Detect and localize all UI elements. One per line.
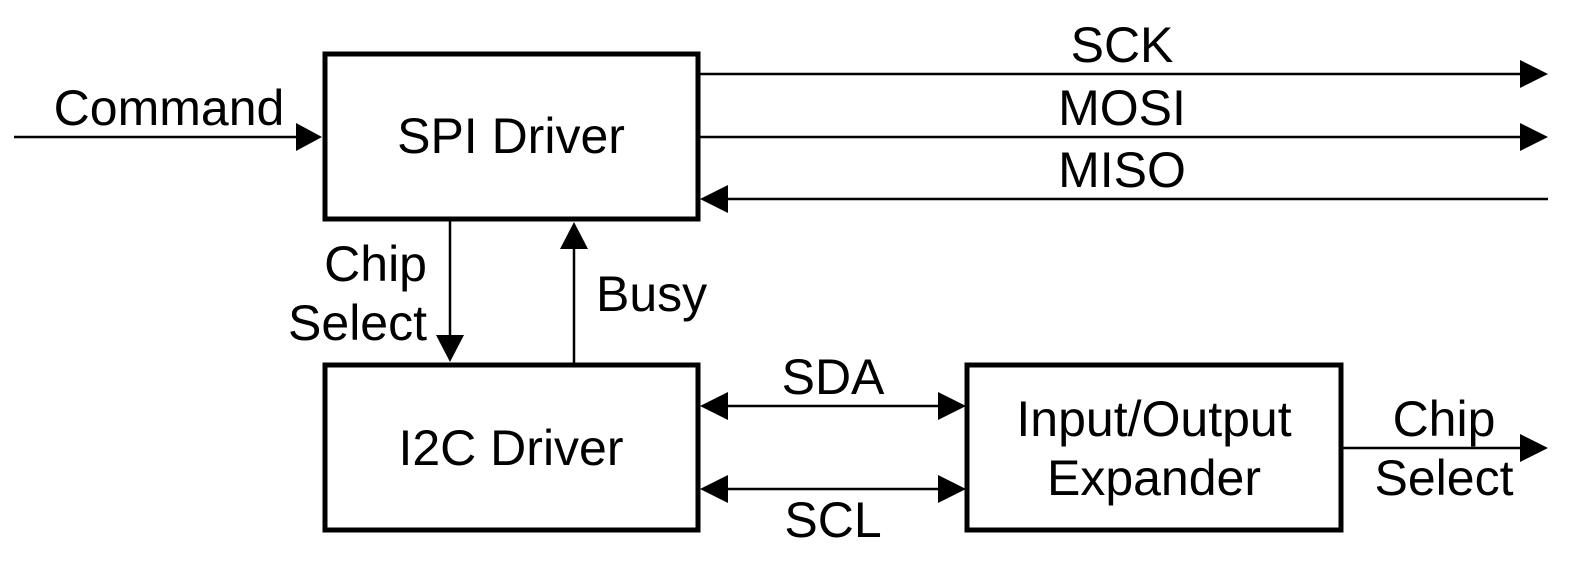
spi-driver-label: SPI Driver — [397, 108, 625, 164]
chip-select-internal-label-line1: Chip — [324, 236, 427, 292]
i2c-driver-block: I2C Driver — [322, 362, 701, 533]
sck-signal: SCK — [700, 17, 1548, 88]
sck-arrowhead — [1520, 60, 1548, 88]
chip-select-output-arrowhead — [1520, 434, 1548, 462]
command-arrowhead — [296, 123, 322, 151]
busy-arrowhead — [560, 222, 588, 249]
command-label: Command — [54, 80, 285, 136]
io-expander-label-line1: Input/Output — [1016, 391, 1291, 447]
chip-select-output-label-line2: Select — [1375, 450, 1514, 506]
mosi-label: MOSI — [1058, 80, 1186, 136]
command-signal: Command — [14, 80, 322, 151]
chip-select-output-signal: Chip Select — [1343, 391, 1548, 506]
io-expander-label-line2: Expander — [1047, 450, 1261, 506]
sda-label: SDA — [782, 349, 885, 405]
chip-select-internal-signal: Chip Select — [288, 221, 464, 362]
busy-label: Busy — [596, 266, 707, 322]
sda-arrowhead-right — [938, 392, 966, 420]
miso-label: MISO — [1058, 142, 1186, 198]
scl-arrowhead-right — [938, 475, 966, 503]
miso-arrowhead — [700, 185, 728, 213]
mosi-arrowhead — [1520, 123, 1548, 151]
chip-select-internal-label-line2: Select — [288, 295, 427, 351]
sck-label: SCK — [1071, 17, 1174, 73]
miso-signal: MISO — [700, 142, 1548, 213]
io-expander-block: Input/Output Expander — [964, 362, 1344, 533]
sda-arrowhead-left — [700, 392, 728, 420]
i2c-driver-label: I2C Driver — [398, 420, 623, 476]
busy-signal: Busy — [560, 222, 707, 363]
chip-select-internal-arrowhead — [436, 335, 464, 362]
mosi-signal: MOSI — [700, 80, 1548, 151]
scl-arrowhead-left — [700, 475, 728, 503]
chip-select-output-label-line1: Chip — [1393, 391, 1496, 447]
scl-signal: SCL — [700, 475, 966, 548]
spi-driver-block: SPI Driver — [322, 51, 701, 222]
scl-label: SCL — [784, 492, 881, 548]
sda-signal: SDA — [700, 349, 966, 420]
